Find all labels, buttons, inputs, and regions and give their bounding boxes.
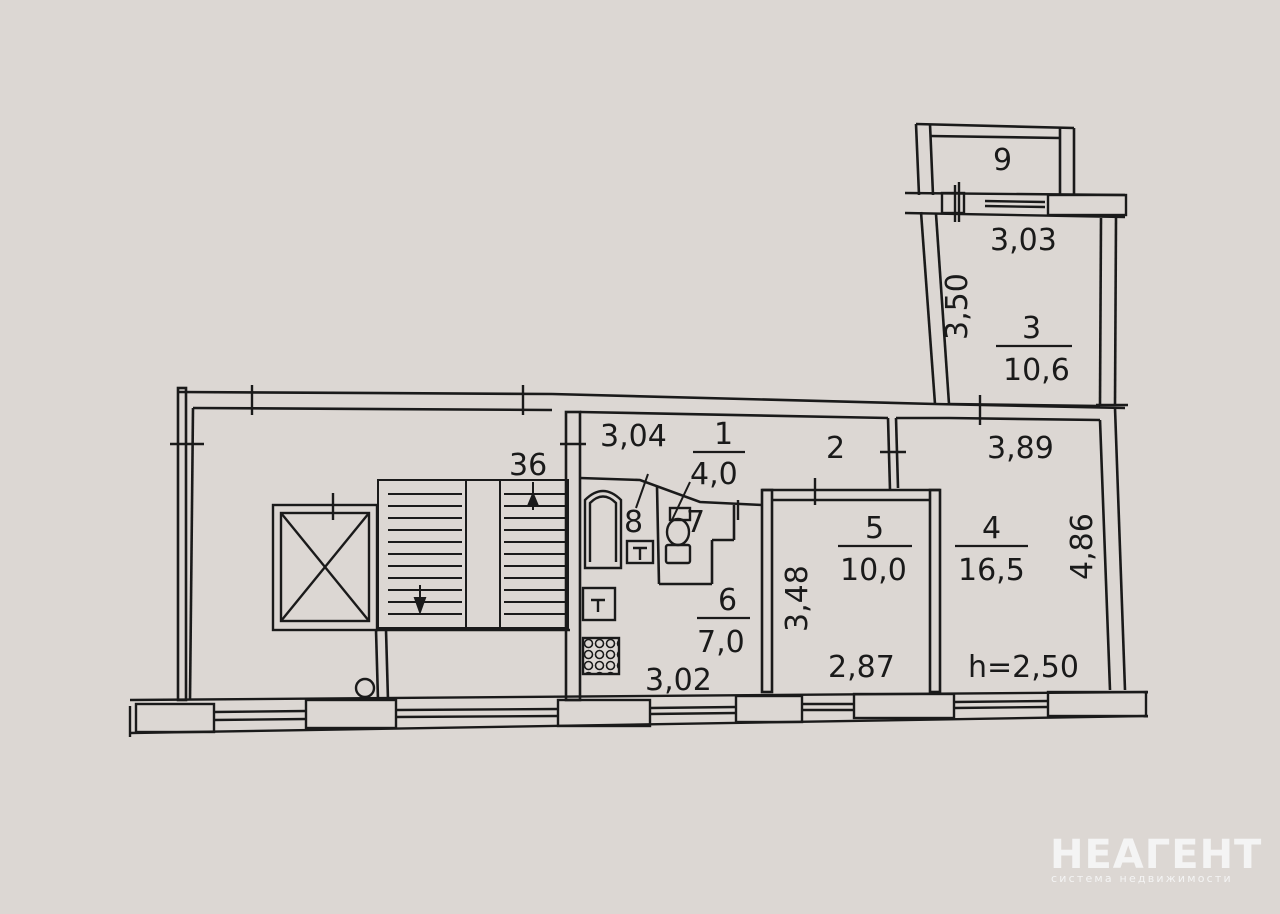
room5-area: 10,0 xyxy=(840,553,907,588)
room6-number: 6 xyxy=(718,583,737,618)
room7-number: 7 xyxy=(686,505,705,540)
room5-width: 2,87 xyxy=(828,650,895,685)
stairwell-number: 36 xyxy=(509,448,547,483)
outer-wall-left xyxy=(176,386,188,702)
elevator-shaft-icon xyxy=(271,493,379,632)
garbage-chute-icon xyxy=(354,677,376,699)
ceiling-height: h=2,50 xyxy=(968,650,1079,685)
toilet-icon xyxy=(664,506,692,565)
room3-area: 10,6 xyxy=(1003,353,1070,388)
room6-area: 7,0 xyxy=(697,625,745,660)
stairs-icon xyxy=(377,479,569,629)
room3-depth: 3,50 xyxy=(940,273,975,340)
room5-depth: 3,48 xyxy=(780,565,815,632)
room2-number: 2 xyxy=(826,431,845,466)
room5-left-wall xyxy=(760,488,774,694)
room4-area: 16,5 xyxy=(958,553,1025,588)
stove-icon xyxy=(581,636,621,676)
dimension-ticks xyxy=(170,182,1128,520)
sink-icon xyxy=(625,539,655,565)
room3-width: 3,03 xyxy=(990,223,1057,258)
bottom-facade-wall xyxy=(128,690,1149,737)
bathtub-icon xyxy=(583,489,623,570)
room4-depth: 4,86 xyxy=(1065,513,1100,580)
room6-width: 3,02 xyxy=(645,663,712,698)
room1-number: 1 xyxy=(714,417,733,452)
room9-number: 9 xyxy=(993,143,1012,178)
walls xyxy=(176,122,1127,702)
kitchen-sink-icon xyxy=(581,586,617,622)
watermark-word: НЕАГЕНТ xyxy=(1050,832,1262,878)
room8-number: 8 xyxy=(624,505,643,540)
labels: 36 3,04 1 4,0 2 3,03 3,50 3 10,6 3,89 4,… xyxy=(509,143,1100,698)
room4-width: 3,89 xyxy=(987,431,1054,466)
room5-right-wall xyxy=(928,488,942,694)
room1-area: 4,0 xyxy=(690,457,738,492)
room3-number: 3 xyxy=(1022,311,1041,346)
room1-width: 3,04 xyxy=(600,419,667,454)
watermark-tagline: система недвижимости xyxy=(1051,872,1233,885)
room4-number: 4 xyxy=(982,511,1001,546)
watermark-logo: НЕАГЕНТ система недвижимости xyxy=(1050,832,1262,885)
balcony-window-wall xyxy=(904,185,1128,222)
room5-number: 5 xyxy=(865,511,884,546)
